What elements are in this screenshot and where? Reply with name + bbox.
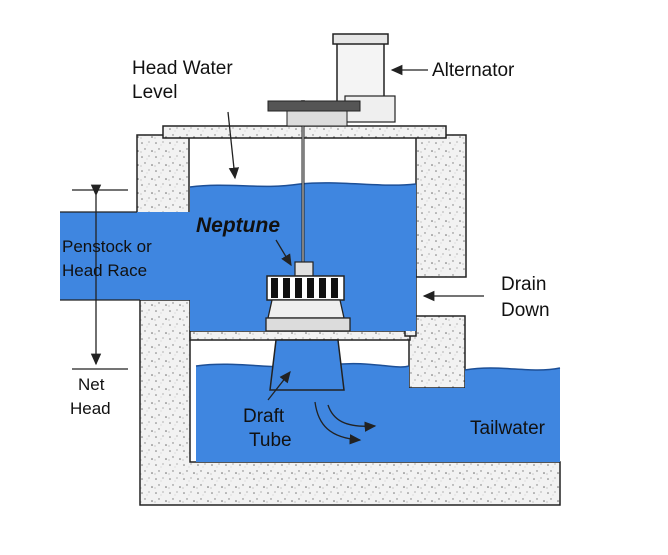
penstock-label-line2: Head Race [62,261,147,280]
head-water-label-line2: Level [132,82,177,103]
penstock-label-line1: Penstock or [62,237,152,256]
turbine-housing [267,299,345,319]
left-upper-wall [136,134,190,221]
alternator-body [336,39,385,103]
neptune-leader [275,239,292,267]
head-water-label-line1: Head Water [132,58,233,79]
draft-tube-label-line1: Draft [243,406,285,427]
draft-tube-label-line2: Tube [249,430,292,451]
net-head-label-line1: Net [78,375,105,394]
alternator-label: Alternator [432,60,515,81]
mount-plate [265,317,351,332]
drain-label-line1: Drain [501,274,546,295]
alternator-unit [267,33,396,127]
neptune-label: Neptune [196,214,280,237]
leader-lines [227,64,484,401]
net-head-label-line2: Head [70,399,111,418]
gear-belt [267,100,361,112]
right-lower-block [408,315,466,389]
headwater-surface-line [189,182,417,188]
drain-label-line2: Down [501,300,550,321]
outflow-arrows [314,401,377,445]
head-water-leader [227,111,240,180]
penstock-water [60,182,416,331]
gear-frame [286,110,348,127]
tailwater-label: Tailwater [470,418,546,439]
labels: Head Water Level Alternator Neptune Pens… [62,58,550,451]
turbine-runner [266,275,345,301]
alternator-cap [332,33,389,45]
floor-slab [189,330,411,341]
draft-tube-leader [267,370,291,401]
runner-hub [294,261,314,277]
right-upper-wall [415,134,467,278]
net-head-dimension [72,184,128,370]
